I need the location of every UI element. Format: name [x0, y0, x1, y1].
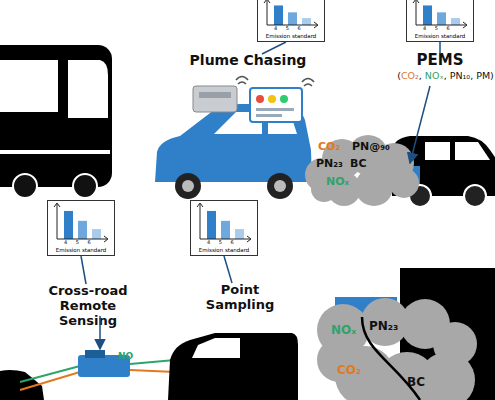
dash-bar — [256, 114, 282, 117]
bus-body — [0, 45, 112, 187]
tablet — [250, 88, 302, 122]
wifi-symbol — [236, 77, 248, 85]
bus-windshield — [68, 60, 108, 118]
cloud-puff — [317, 338, 361, 382]
sensor-head — [85, 350, 105, 358]
chart-icon: 4 5 6Emission standard — [257, 0, 325, 42]
dash-bar — [256, 108, 294, 111]
pollutant-label: NOₓ — [331, 324, 356, 337]
chart-bar — [78, 221, 87, 239]
van-window — [455, 142, 490, 160]
pointer-arrow — [410, 86, 430, 163]
bus-wheel — [13, 174, 37, 198]
axis-title: Emission standard — [406, 33, 474, 39]
pollutant-token: NOₓ — [425, 70, 444, 81]
analyser-panel — [199, 92, 231, 98]
pollutant-label: PN₂₃ — [369, 320, 398, 333]
method-title: Point Sampling — [198, 283, 282, 313]
leader-line — [81, 256, 86, 284]
chart-bar — [288, 12, 297, 25]
pollutant-label: PN@₉₀ — [352, 141, 390, 153]
bus-trim — [0, 150, 110, 154]
car-rim — [182, 180, 194, 192]
chart-bar — [235, 229, 244, 239]
laser-beam — [20, 372, 80, 390]
axis-ticks: 4 5 6 — [64, 240, 91, 246]
chart-frame — [407, 0, 474, 42]
pollutant-label: CO₂ — [318, 141, 340, 153]
gauge — [280, 95, 288, 103]
chart-icon: 4 5 6Emission standard — [406, 0, 474, 42]
emission-cloud: CO₂ PN@₉₀ PN₂₃ BCNOₓ — [302, 133, 420, 207]
car-wheel — [267, 173, 293, 199]
leader-line — [439, 42, 441, 54]
pollutant-label: PN₂₃ — [316, 158, 343, 170]
car-rim — [274, 180, 286, 192]
pollutant-label: BC — [350, 158, 366, 170]
leader-line — [224, 256, 232, 283]
axis-ticks: 4 5 6 — [423, 26, 450, 32]
van-window — [192, 338, 240, 358]
emission-cloud: NOₓPN₂₃CO₂BC — [315, 298, 480, 400]
chart-bar — [423, 5, 432, 25]
beam-label: NO — [118, 351, 148, 361]
method-title: PEMS — [408, 52, 472, 69]
chart-bar — [64, 211, 73, 239]
pollutant-token: CO₂ — [401, 70, 419, 81]
chart-bar — [221, 221, 230, 239]
pollutant-token: , — [419, 70, 425, 81]
laser-beam — [130, 360, 175, 364]
laser-beam — [130, 370, 175, 372]
passing-van — [168, 333, 298, 400]
leader-line — [262, 42, 286, 54]
bus-wheel — [73, 174, 97, 198]
chart-bar — [451, 18, 460, 25]
axis-ticks: 4 5 6 — [274, 26, 301, 32]
chart-axis — [413, 0, 419, 25]
chart-bar — [274, 5, 283, 25]
chart-icon: 4 5 6Emission standard — [47, 200, 115, 256]
pointer-arrow — [99, 316, 101, 349]
pollutant-list: (CO₂, NOₓ, PN₁₀, PM) — [396, 71, 495, 82]
cloud-puff — [389, 168, 419, 198]
pollutant-token: ( — [397, 70, 401, 81]
van-wheel — [464, 185, 486, 207]
chart-frame — [48, 201, 115, 256]
chart-axis — [54, 203, 60, 239]
chart-axis — [264, 0, 270, 25]
bus-window — [0, 60, 58, 112]
chart-axis — [197, 203, 203, 239]
chart-bar — [437, 12, 446, 25]
axis-title: Emission standard — [47, 247, 115, 253]
chart-icon: 4 5 6Emission standard — [190, 200, 258, 256]
pollutant-token: , PN₁₀, PM) — [444, 70, 494, 81]
analyser-box — [193, 86, 237, 112]
van-window — [425, 142, 450, 160]
chart-frame — [191, 201, 258, 256]
method-title: Cross-road Remote Sensing — [32, 284, 144, 329]
pollutant-label: NOₓ — [326, 176, 349, 188]
axis-title: Emission standard — [190, 247, 258, 253]
sampling-tube — [362, 317, 420, 400]
wifi-symbol — [302, 79, 314, 87]
chart-bar — [207, 211, 216, 239]
method-title: Plume Chasing — [183, 52, 313, 68]
gauge — [268, 95, 276, 103]
chart-bar — [302, 18, 311, 25]
chart-bar — [92, 229, 101, 239]
node-shape — [315, 298, 480, 400]
car-wheel — [175, 173, 201, 199]
pollutant-label: CO₂ — [337, 364, 361, 377]
axis-title: Emission standard — [257, 33, 325, 39]
axis-ticks: 4 5 6 — [207, 240, 234, 246]
chart-frame — [258, 0, 325, 42]
gauge — [256, 95, 264, 103]
